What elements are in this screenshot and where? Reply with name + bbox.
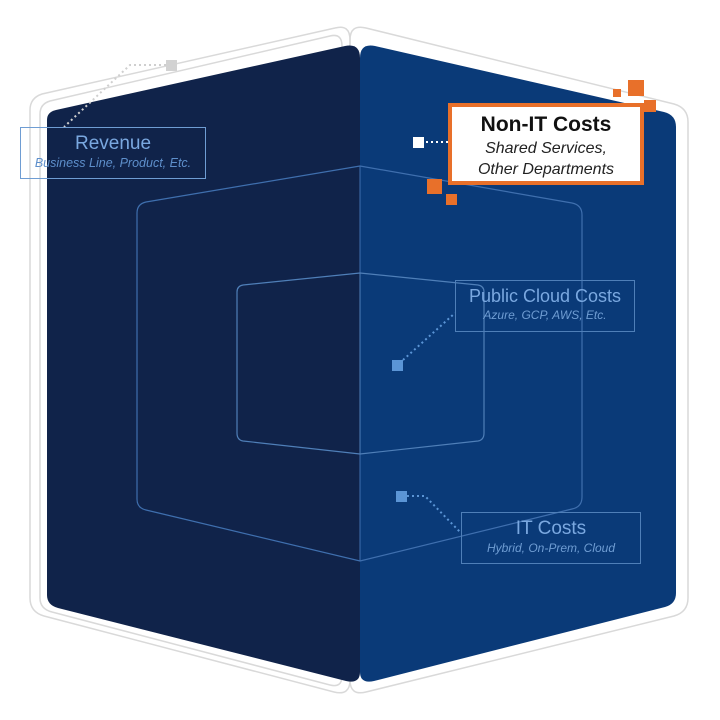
public-cloud-connector	[402, 312, 456, 361]
cube-right-face	[360, 45, 676, 682]
non-it-costs-label: Non-IT Costs Shared Services, Other Depa…	[448, 103, 644, 185]
public-cloud-costs-subtitle: Azure, GCP, AWS, Etc.	[483, 308, 607, 322]
revenue-label: Revenue Business Line, Product, Etc.	[20, 127, 206, 179]
cube-left-face	[47, 45, 360, 682]
it-costs-marker	[396, 491, 407, 502]
non-it-costs-title: Non-IT Costs	[480, 113, 612, 136]
revenue-title: Revenue	[74, 133, 152, 154]
revenue-marker	[166, 60, 177, 71]
it-costs-title: IT Costs	[515, 518, 587, 539]
public-cloud-costs-label: Public Cloud Costs Azure, GCP, AWS, Etc.	[455, 280, 635, 332]
inner-cube-outline	[236, 272, 485, 455]
highlight-accents	[427, 80, 656, 205]
middle-cube-outline	[136, 165, 583, 562]
non-it-costs-subtitle-line2: Other Departments	[477, 161, 615, 178]
it-costs-connector	[407, 495, 462, 534]
non-it-marker	[413, 137, 424, 148]
public-cloud-marker	[392, 360, 403, 371]
public-cloud-costs-title: Public Cloud Costs	[468, 286, 622, 306]
revenue-subtitle: Business Line, Product, Etc.	[34, 156, 192, 170]
it-costs-subtitle: Hybrid, On-Prem, Cloud	[486, 541, 616, 555]
revenue-connector	[63, 64, 166, 128]
non-it-costs-subtitle-line1: Shared Services,	[485, 140, 607, 157]
it-costs-label: IT Costs Hybrid, On-Prem, Cloud	[461, 512, 641, 564]
